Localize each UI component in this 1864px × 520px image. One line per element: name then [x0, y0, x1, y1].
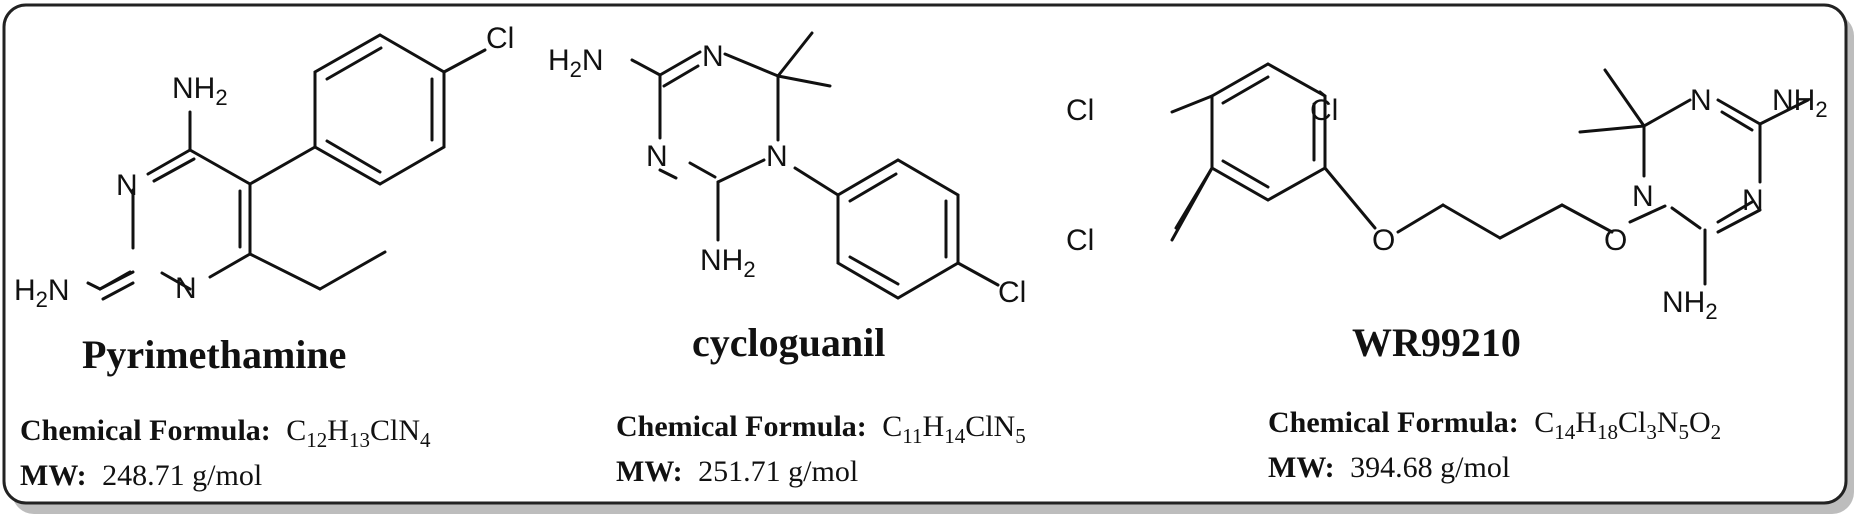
formula-part: C: [882, 410, 902, 443]
formula-part: 4: [420, 428, 431, 452]
formula-part: Cl: [1618, 406, 1646, 439]
pyr-n2-label: N: [175, 272, 197, 305]
formula-part: N: [1657, 406, 1679, 439]
cyc-cl-label: Cl: [998, 276, 1026, 309]
cycloguanil-atoms: H2N N N N NH2 Cl: [548, 40, 1026, 309]
wr-n-right-label: N: [1742, 184, 1764, 217]
wr-o2-label: O: [1604, 224, 1627, 257]
wr-nh2-right-label: NH2: [1772, 84, 1828, 122]
cyc-nh2-label: NH2: [700, 244, 756, 282]
wr-o1-label: O: [1372, 224, 1395, 257]
formula-part: H: [1575, 406, 1597, 439]
cyc-h2n-label: H2N: [548, 44, 604, 82]
cycloguanil-structure: [630, 31, 1000, 300]
pyrimethamine-mw: MW: 248.71 g/mol: [20, 459, 262, 492]
wr-n-top-label: N: [1690, 84, 1712, 117]
formula-part: 18: [1597, 420, 1618, 444]
wr99210-structure: [1170, 62, 1810, 286]
cycloguanil-mw: MW: 251.71 g/mol: [616, 455, 858, 488]
wr-cl2-label: Cl: [1310, 94, 1338, 127]
formula-part: 5: [1015, 424, 1026, 448]
formula-part: H: [327, 414, 349, 447]
formula-part: 14: [1554, 420, 1576, 444]
wr-n-ring-label: N: [1632, 180, 1654, 213]
wr99210-name: WR99210: [1352, 320, 1521, 365]
formula-part: O: [1689, 406, 1711, 439]
wr99210-mw: MW: 394.68 g/mol: [1268, 451, 1510, 484]
formula-part: 14: [944, 424, 966, 448]
formula-part: 11: [902, 424, 922, 448]
pyrimethamine-atoms: NH2 N N H2N Cl: [14, 22, 514, 312]
formula-part: 2: [1711, 420, 1722, 444]
wr-nh2-bottom-label: NH2: [1662, 286, 1718, 324]
formula-part: ClN: [370, 414, 420, 447]
formula-part: C: [286, 414, 306, 447]
formula-part: 5: [1679, 420, 1690, 444]
wr-cl1-label: Cl: [1066, 94, 1094, 127]
panel-border: [2, 3, 1848, 505]
formula-part: H: [923, 410, 945, 443]
cycloguanil-name: cycloguanil: [692, 320, 885, 365]
wr-cl3-label: Cl: [1066, 224, 1094, 257]
pyr-n1-label: N: [116, 169, 138, 202]
cyc-n-ring-label: N: [766, 140, 788, 173]
wr99210-atoms: Cl Cl Cl O O N N N NH2 NH2: [1066, 84, 1828, 324]
pyrimethamine-name: Pyrimethamine: [82, 332, 346, 377]
pyr-nh2-label: NH2: [172, 72, 228, 110]
formula-part: 3: [1646, 420, 1657, 444]
formula-part: C: [1534, 406, 1554, 439]
formula-part: 13: [349, 428, 370, 452]
pyrimethamine-structure: [86, 33, 487, 301]
formula-part: ClN: [965, 410, 1015, 443]
cyc-n-top-label: N: [702, 40, 724, 73]
cycloguanil-formula: Chemical Formula: C11H14ClN5: [616, 410, 1026, 448]
wr99210-formula: Chemical Formula: C14H18Cl3N5O2: [1268, 406, 1721, 444]
formula-part: 12: [306, 428, 327, 452]
pyrimethamine-formula: Chemical Formula: C12H13ClN4: [20, 414, 431, 452]
cyc-n-left-label: N: [646, 140, 668, 173]
pyr-cl-label: Cl: [486, 22, 514, 55]
pyr-h2n-label: H2N: [14, 274, 70, 312]
